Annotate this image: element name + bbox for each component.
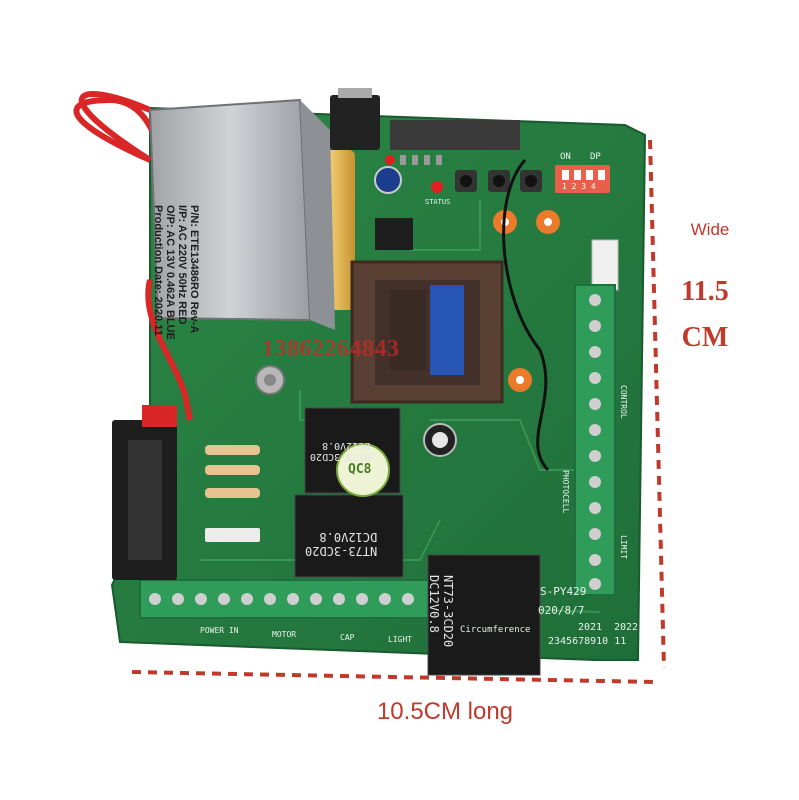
year-label: 2021 [578,622,603,633]
voltage-regulator [330,95,380,150]
motor-label: MOTOR [272,630,297,639]
cap-label: CAP [340,633,355,642]
white-connector [591,239,619,291]
transformer-label-line: I/P: AC 220V 50Hz RED [176,205,188,325]
relay [294,494,404,578]
push-buttons [455,170,542,192]
height-dimension-line [648,139,666,669]
status-label: STATUS [425,198,451,206]
relay-model: NT73-3CD20 [441,575,455,648]
power-in-label: POWER IN [200,626,239,635]
year-label: 2022 [614,622,639,633]
transformer-label: P/N: ETE13486RO Rev-A I/P: AC 220V 50Hz … [152,205,200,365]
bottom-terminal-block [139,579,431,619]
transformer-label-line: P/N: ETE13486RO Rev-A [188,205,200,334]
control-label: CONTROL [619,385,628,419]
antenna-wire [502,159,550,472]
height-value: 11.5 [681,276,729,307]
phone-watermark: 13862264843 [262,336,400,362]
ic-chip [375,218,413,250]
relay-label: NT73-3CD20 DC12V0.8 [310,440,370,462]
small-transformer [350,260,504,404]
height-unit: CM [681,322,729,353]
terminal-numbers: 2345678910 11 [548,636,627,647]
relay-coil: DC12V0.8 [319,530,378,544]
dip-dp-label: DP [590,152,601,162]
capacitor [374,166,402,194]
dip-numbers: 1 2 3 4 [562,182,596,191]
transformer-label-line: Production Date: 2020.11 [152,205,164,336]
relay-model: NT73-3CD20 [305,544,378,558]
length-dimension-line [131,670,656,684]
length-label: 10.5CM long [376,698,514,725]
board-date: 020/8/7 [538,604,585,617]
fuse-holder [112,405,177,580]
circumference-label: Circumference [460,625,531,635]
transformer-label-line: O/P: AC 13V 0.462A BLUE [164,205,176,340]
transformer [148,98,355,330]
relay-model: NT73-3CD20 [310,451,371,462]
dip-on-label: ON [560,152,571,162]
potentiometers [493,210,560,392]
status-led [385,155,395,165]
relay-coil: DC12V0.8 [427,575,441,633]
relay [427,554,541,676]
board-code: S-PY429 [540,585,587,598]
limit-label: LIMIT [619,535,628,560]
resistors [205,445,260,542]
qc-sticker [336,443,390,497]
wide-label: Wide [690,220,730,239]
header-connector [390,120,520,150]
light-label: LIGHT [388,635,413,644]
right-terminal-block [574,284,616,596]
relay-coil: DC12V0.8 [322,440,371,451]
photocell-label: PHOTOCELL [561,470,570,514]
qc-stamp-text: QC8 [348,462,372,477]
relay-label: NT73-3CD20 DC12V0.8 [305,530,377,558]
relay-label: NT73-3CD20 DC12V0.8 [427,575,455,647]
status-led [431,181,443,193]
